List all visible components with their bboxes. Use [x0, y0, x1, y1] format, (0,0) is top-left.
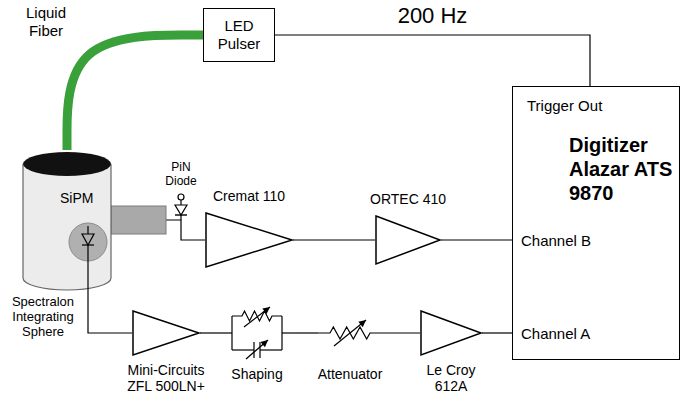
- capacitor-plate: [253, 342, 254, 358]
- signal-wire: [88, 292, 132, 333]
- amplifier-label: Le Croy 612A: [419, 362, 483, 394]
- arrow-head: [260, 340, 268, 347]
- device-title: Digitizer Alazar ATS 9870: [569, 133, 677, 205]
- shaping-network: Shaping: [222, 306, 292, 360]
- amplifier-triangle: [376, 216, 440, 264]
- capacitor-plate: [259, 342, 260, 358]
- variable-arrow: [334, 320, 366, 346]
- sipm-lead: [87, 226, 88, 234]
- wire: [260, 349, 282, 350]
- box-label: LED Pulser: [208, 17, 270, 53]
- light-tube: [111, 206, 166, 234]
- amplifier-label: Mini-Circuits ZFL 500LN+: [118, 362, 214, 394]
- bias-terminal: [178, 194, 184, 200]
- diode-lead: [180, 200, 181, 205]
- signal-wire: [200, 332, 222, 333]
- variable-arrow: [244, 307, 270, 327]
- pulser-box: LED Pulser: [203, 8, 275, 62]
- trigger-wire: [275, 35, 590, 86]
- amplifier-label: Cremat 110: [213, 188, 285, 205]
- signal-wire: [293, 239, 375, 240]
- signal-wire: [382, 332, 420, 333]
- shape-outline: [420, 310, 482, 356]
- sphere-body: [23, 164, 111, 290]
- liquid-fiber: [67, 35, 203, 150]
- sphere-label: Spectralon Integrating Sphere: [4, 294, 82, 339]
- shape-outline: [132, 310, 200, 356]
- digitizer-box: Trigger OutDigitizer Alazar ATS 9870Chan…: [512, 86, 680, 360]
- amplifier: Cremat 110: [205, 212, 293, 268]
- port-label: Trigger Out: [527, 97, 602, 115]
- fiber-label: Liquid Fiber: [14, 4, 78, 40]
- attenuator-symbol: Attenuator: [318, 318, 382, 348]
- amplifier: Le Croy 612A: [420, 310, 482, 356]
- component-label: Attenuator: [318, 366, 383, 383]
- sphere-cap: [23, 152, 111, 176]
- shape-outline: [22, 150, 112, 292]
- variable-arrow: [246, 340, 268, 359]
- arrow-head: [358, 320, 366, 327]
- wire: [282, 332, 292, 333]
- diode-label: PiN Diode: [160, 160, 202, 188]
- sensor-label: SiPM: [60, 190, 93, 207]
- pin-diode-symbol: [175, 205, 187, 215]
- signal-wire: [292, 332, 318, 333]
- shape-outline: [205, 212, 293, 268]
- shape-outline: [318, 318, 382, 348]
- shape-outline: [375, 215, 441, 265]
- amplifier-triangle: [133, 311, 199, 355]
- arrow-head: [262, 307, 270, 314]
- amplifier: ORTEC 410: [375, 215, 441, 265]
- wire: [222, 332, 232, 333]
- amplifier-triangle: [206, 213, 292, 267]
- component-label: Shaping: [231, 366, 282, 383]
- signal-wire: [482, 332, 512, 333]
- shape-outline: [222, 306, 292, 360]
- diode-lead: [180, 215, 181, 220]
- channel-label: Channel A: [521, 325, 590, 343]
- sipm-lead: [87, 245, 88, 292]
- signal-rate-label: 200 Hz: [395, 3, 471, 29]
- wire: [231, 316, 232, 350]
- amplifier-label: ORTEC 410: [370, 191, 446, 208]
- wire: [232, 349, 254, 350]
- signal-wire: [441, 239, 512, 240]
- amplifier: Mini-Circuits ZFL 500LN+: [132, 310, 200, 356]
- resistor-symbol: [232, 311, 282, 321]
- sipm-diode-symbol: [82, 234, 94, 245]
- channel-label: Channel B: [521, 232, 591, 250]
- amplifier-triangle: [421, 311, 481, 355]
- integrating-sphere: SiPM: [22, 150, 112, 292]
